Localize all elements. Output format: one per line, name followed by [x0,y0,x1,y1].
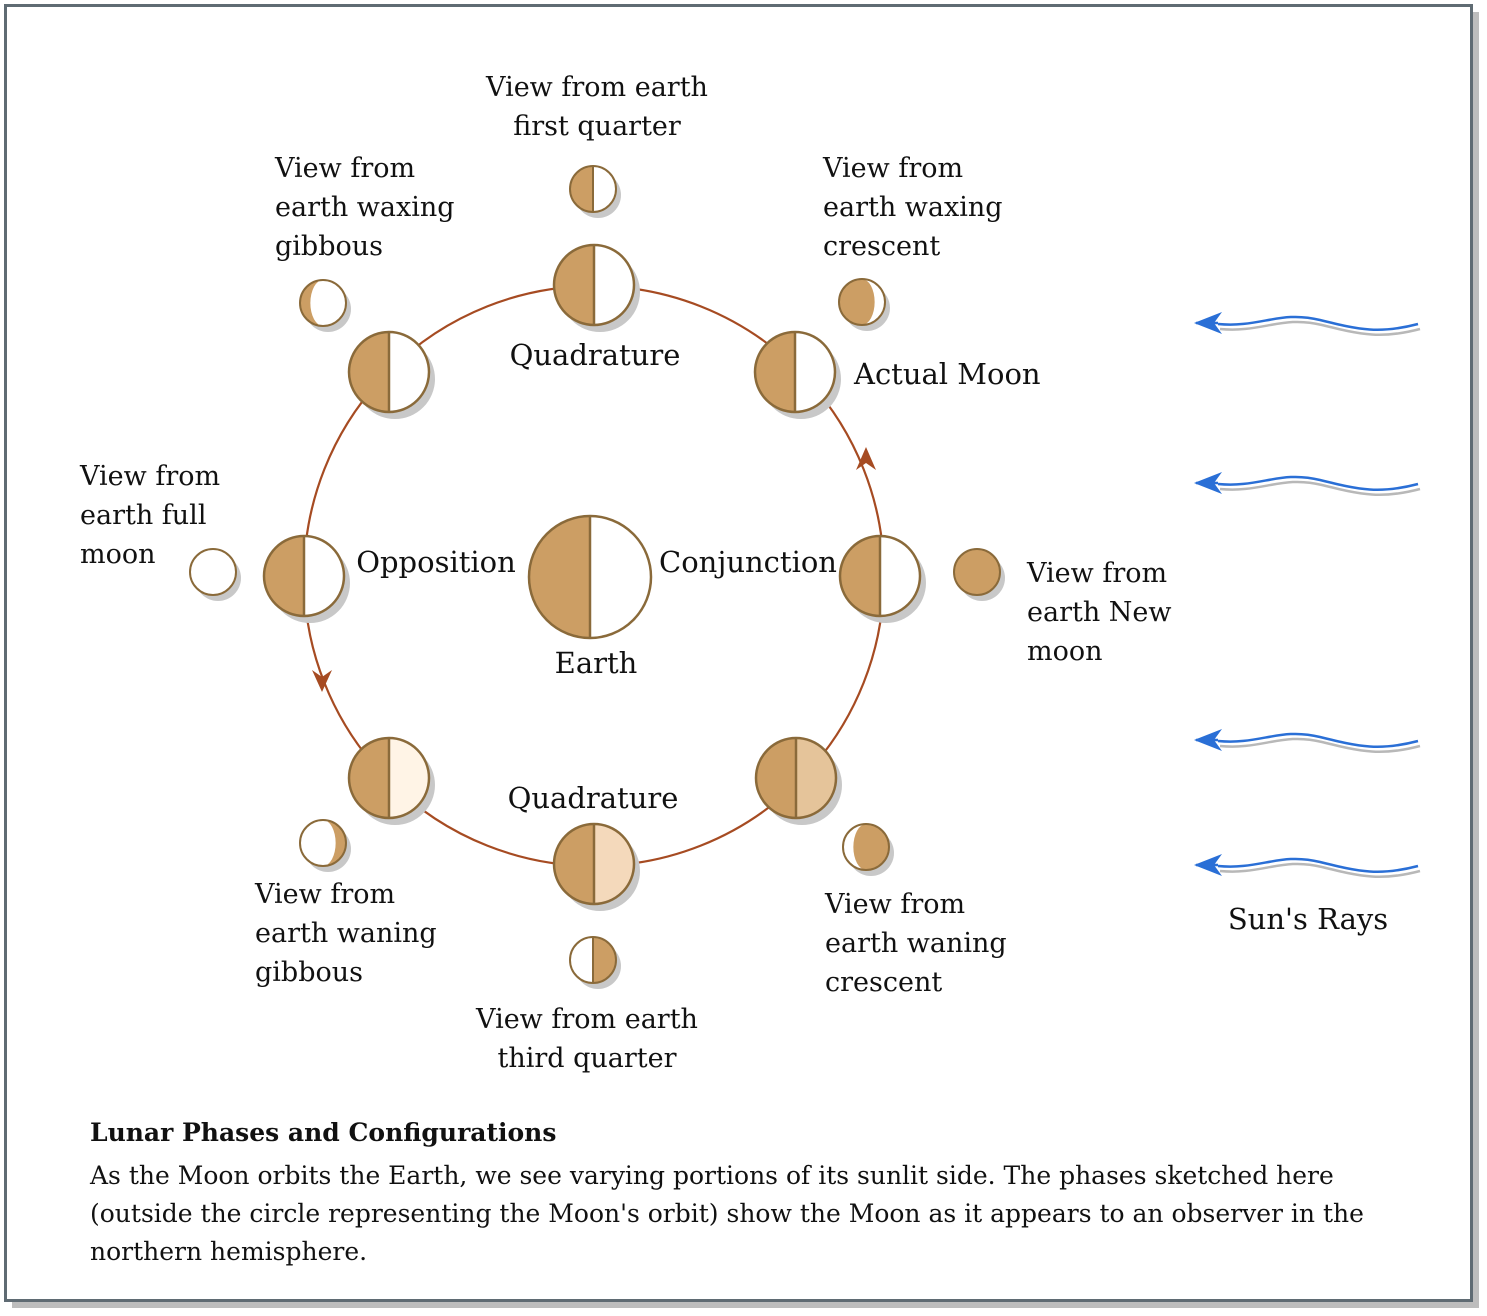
svg-text:View from: View from [822,153,963,184]
svg-text:first quarter: first quarter [513,111,681,142]
svg-text:earth waning: earth waning [255,918,437,949]
actual-moon-label: Actual Moon [853,357,1041,391]
caption-body: As the Moon orbits the Earth, we see var… [90,1161,1364,1266]
svg-text:View from: View from [79,461,220,492]
svg-text:moon: moon [1027,636,1103,667]
diagram-frame [4,4,1473,1302]
view-waning-crescent-icon [842,823,894,876]
orbit-arrow-left [312,670,332,692]
svg-text:crescent: crescent [825,967,942,998]
orbit-moon-opposition-icon [262,534,350,623]
svg-text:earth waxing: earth waxing [275,192,455,223]
svg-text:crescent: crescent [823,231,940,262]
orbit-moon-waxing-crescent-icon [753,330,841,419]
view-third-quarter-label: View from earth third quarter [475,1004,698,1074]
view-waxing-gibbous-icon [299,279,351,332]
orbit-moon-waxing-gibbous-icon [347,330,435,419]
svg-text:earth waxing: earth waxing [823,192,1003,223]
orbit-moon-waning-gibbous-icon [347,736,435,825]
caption: Lunar Phases and Configurations As the M… [90,1118,1420,1271]
sun-ray-arrow-3 [1194,729,1421,753]
svg-text:gibbous: gibbous [255,957,363,988]
sun-ray-arrow-1 [1194,312,1421,336]
svg-text:earth full: earth full [80,500,206,531]
orbit-moon-waning-crescent-icon [754,736,842,825]
quadrature-bottom-label: Quadrature [508,781,679,815]
svg-text:earth waning: earth waning [825,928,1007,959]
earth-icon [527,514,653,640]
svg-text:View from: View from [274,153,415,184]
svg-text:third quarter: third quarter [497,1043,676,1074]
view-first-quarter-icon [569,165,621,218]
view-waxing-crescent-icon [838,278,890,331]
view-waxing-gibbous-label: View from earth waxing gibbous [274,153,455,262]
svg-text:gibbous: gibbous [275,231,383,262]
orbit-moon-quadrature-top-icon [552,243,640,332]
view-waxing-crescent-label: View from earth waxing crescent [822,153,1003,262]
view-first-quarter-label: View from earth first quarter [485,72,708,142]
view-waning-crescent-label: View from earth waning crescent [824,889,1007,998]
view-waning-gibbous-label: View from earth waning gibbous [254,879,437,988]
svg-text:View from: View from [824,889,965,920]
quadrature-top-label: Quadrature [510,338,681,372]
view-full-moon-icon [189,548,241,601]
svg-text:earth New: earth New [1027,597,1172,628]
orbit-moon-conjunction-icon [838,534,926,623]
sun-ray-arrow-4 [1194,854,1421,878]
suns-rays-label: Sun's Rays [1228,902,1388,936]
svg-text:View from earth: View from earth [485,72,708,103]
orbit-moon-quadrature-bottom-icon [552,822,640,911]
view-third-quarter-icon [569,936,621,989]
svg-text:moon: moon [80,539,156,570]
sun-ray-arrow-2 [1194,472,1421,496]
opposition-label: Opposition [356,545,516,579]
view-waning-gibbous-icon [299,819,351,872]
svg-text:View from: View from [1026,558,1167,589]
view-new-moon-icon [953,548,1005,601]
caption-title: Lunar Phases and Configurations [90,1118,557,1147]
view-new-moon-label: View from earth New moon [1026,558,1172,667]
orbit-arrow-right [856,447,876,470]
svg-text:View from earth: View from earth [475,1004,698,1035]
svg-text:View from: View from [254,879,395,910]
earth-label: Earth [555,646,638,680]
view-full-moon-label: View from earth full moon [79,461,220,570]
conjunction-label: Conjunction [659,545,837,579]
